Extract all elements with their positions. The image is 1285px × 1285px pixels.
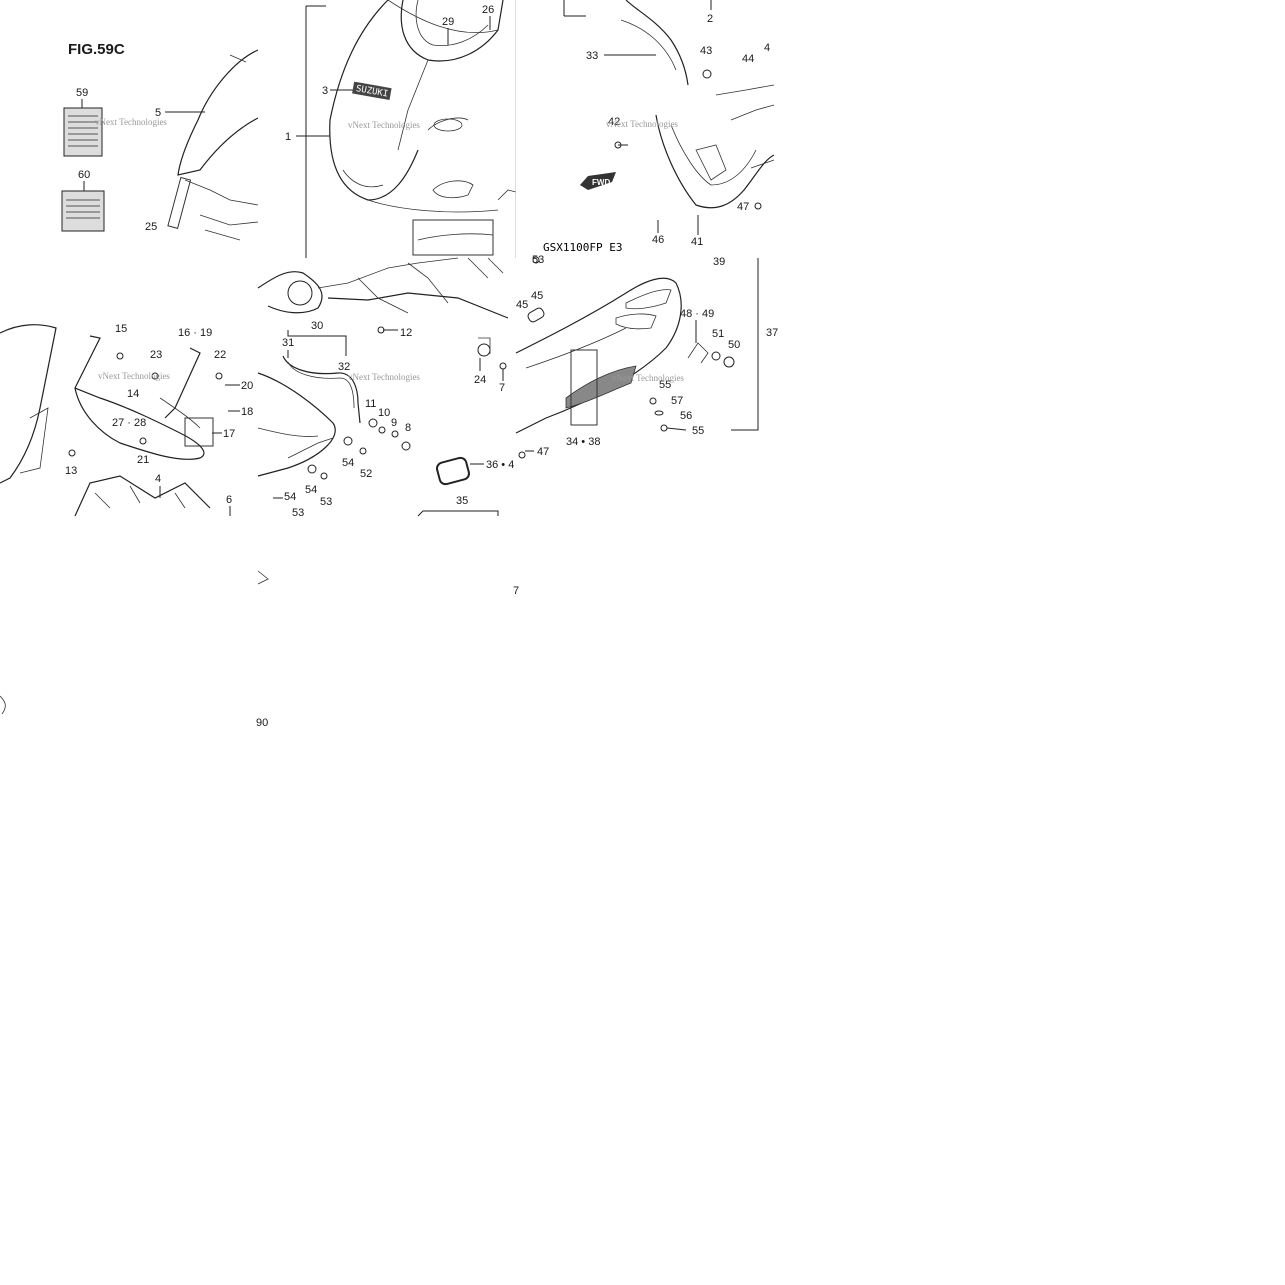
callout-90: 90 (256, 717, 268, 729)
callout-47: 47 (737, 201, 749, 213)
callout-24: 24 (474, 374, 486, 386)
tile-middle-left-drawing: 15 23 16 · 19 22 20 18 14 27 · 28 17 13 … (0, 323, 253, 517)
watermark-3: vNext Technologies (606, 119, 678, 129)
callout-48-49: 48 · 49 (680, 308, 714, 320)
callout-59: 59 (76, 87, 88, 99)
callout-54: 54 (342, 457, 354, 469)
callout-30: 30 (311, 320, 323, 332)
callout-55-label: 55 (659, 379, 671, 391)
tile-middle-right: 39 37 53 45 45 34 • 38 47 48 · 49 51 (515, 254, 778, 516)
fwd-label: FWD (592, 178, 610, 187)
callout-60: 60 (78, 169, 90, 181)
callout-53b: 53 (292, 507, 304, 519)
lower-cowl-left (74, 335, 205, 460)
callout-31: 31 (282, 337, 294, 349)
callout-45b: 45 (516, 299, 528, 311)
callout-26: 26 (482, 4, 494, 16)
callout-3: 3 (322, 85, 328, 97)
callout-52: 52 (360, 468, 372, 480)
callout-29: 29 (442, 16, 454, 28)
brand-text: SUZUKI (355, 84, 389, 99)
tile-top-left-drawing: FIG.59C 59 60 5 25 (61, 41, 259, 241)
inner-brace (655, 114, 775, 209)
reflector (436, 456, 470, 486)
callout-57: 57 (671, 395, 683, 407)
callout-53: 53 (320, 496, 332, 508)
callout-11: 11 (365, 398, 376, 410)
callout-34-38: 34 • 38 (566, 436, 600, 448)
fwd-arrow-icon (580, 172, 616, 190)
model-label: GSX1100FP E3 (543, 241, 622, 254)
watermark-4: vNext Technologies (98, 371, 170, 381)
callout-7: 7 (499, 382, 505, 394)
callout-42: 42 (608, 116, 620, 128)
callout-18: 18 (241, 406, 253, 418)
upper-fairing (329, 0, 419, 201)
figure-title: FIG.59C (68, 41, 125, 58)
watermark-5: vNext Technologies (348, 372, 420, 382)
callout-20: 20 (241, 380, 253, 392)
seal-strip (282, 355, 361, 424)
callout-6: 6 (226, 494, 232, 506)
callout-25: 25 (145, 221, 157, 233)
callout-4: 4 (155, 473, 161, 485)
callout-21: 21 (137, 454, 149, 466)
callout-12: 12 (400, 327, 412, 339)
bottom-fragments: 7 90 (0, 570, 519, 729)
tile-top-right: 2 33 43 44 4 42 FWD 46 41 (516, 0, 775, 258)
callout-44: 44 (742, 53, 754, 65)
cowl-decal (565, 365, 637, 409)
callout-35: 35 (456, 495, 468, 507)
callout-15: 15 (115, 323, 127, 335)
callout-10: 10 (378, 407, 390, 419)
watermark-6: vNext Technologies (612, 373, 684, 383)
callout-39: 39 (713, 256, 725, 268)
callout-7b: 7 (513, 585, 519, 597)
tile-center: 12 30 32 31 11 10 9 8 54 52 (257, 257, 516, 519)
callout-51: 51 (712, 328, 724, 340)
callout-47b: 47 (537, 446, 549, 458)
warning-label-60 (61, 190, 105, 232)
callout-2: 2 (707, 13, 713, 25)
callout-36-4: 36 • 4 (486, 459, 514, 471)
callout-43: 43 (700, 45, 712, 57)
watermark-1: vNext Technologies (95, 117, 167, 127)
callout-45: 45 (531, 290, 543, 302)
callout-4b: 4 (764, 42, 770, 54)
callout-16-19: 16 · 19 (178, 327, 212, 339)
callout-41: 41 (691, 236, 703, 248)
callout-8: 8 (405, 422, 411, 434)
callout-22: 22 (214, 349, 226, 361)
model-label-wrap: GSX1100FP E3 (543, 241, 622, 254)
callout-13: 13 (65, 465, 77, 477)
callout-54b: 54 (305, 484, 317, 496)
callout-55: 55 (692, 425, 704, 437)
tile-top-right-drawing: 2 33 43 44 4 42 FWD 46 41 (563, 0, 775, 248)
callout-17: 17 (223, 428, 235, 440)
callout-14: 14 (127, 388, 139, 400)
tile-top-left: FIG.59C 59 60 5 25 (0, 0, 259, 258)
callout-56: 56 (680, 410, 692, 422)
callout-9: 9 (391, 417, 397, 429)
callout-23: 23 (150, 349, 162, 361)
warning-label-59 (63, 107, 103, 157)
callout-32: 32 (338, 361, 350, 373)
tile-top-middle: 1 3 29 26 SUZUKI vNext Technol (258, 0, 517, 258)
tile-middle-left: 15 23 16 · 19 22 20 18 14 27 · 28 17 13 … (0, 258, 258, 517)
callout-33: 33 (586, 50, 598, 62)
tile-top-middle-drawing: 1 3 29 26 SUZUKI vNext Technol (285, 0, 517, 258)
tile-middle-right-drawing: 39 37 53 45 45 34 • 38 47 48 · 49 51 (515, 254, 778, 459)
callout-54c: 54 (284, 491, 296, 503)
callout-5: 5 (155, 107, 161, 119)
callout-1: 1 (285, 131, 291, 143)
callout-27-28: 27 · 28 (112, 417, 146, 429)
suzuki-emblem (352, 81, 392, 101)
watermark-2: vNext Technologies (348, 120, 420, 130)
callout-46: 46 (652, 234, 664, 246)
callout-37: 37 (766, 327, 778, 339)
callout-50: 50 (728, 339, 740, 351)
tile-center-drawing: 12 30 32 31 11 10 9 8 54 52 (257, 257, 514, 519)
